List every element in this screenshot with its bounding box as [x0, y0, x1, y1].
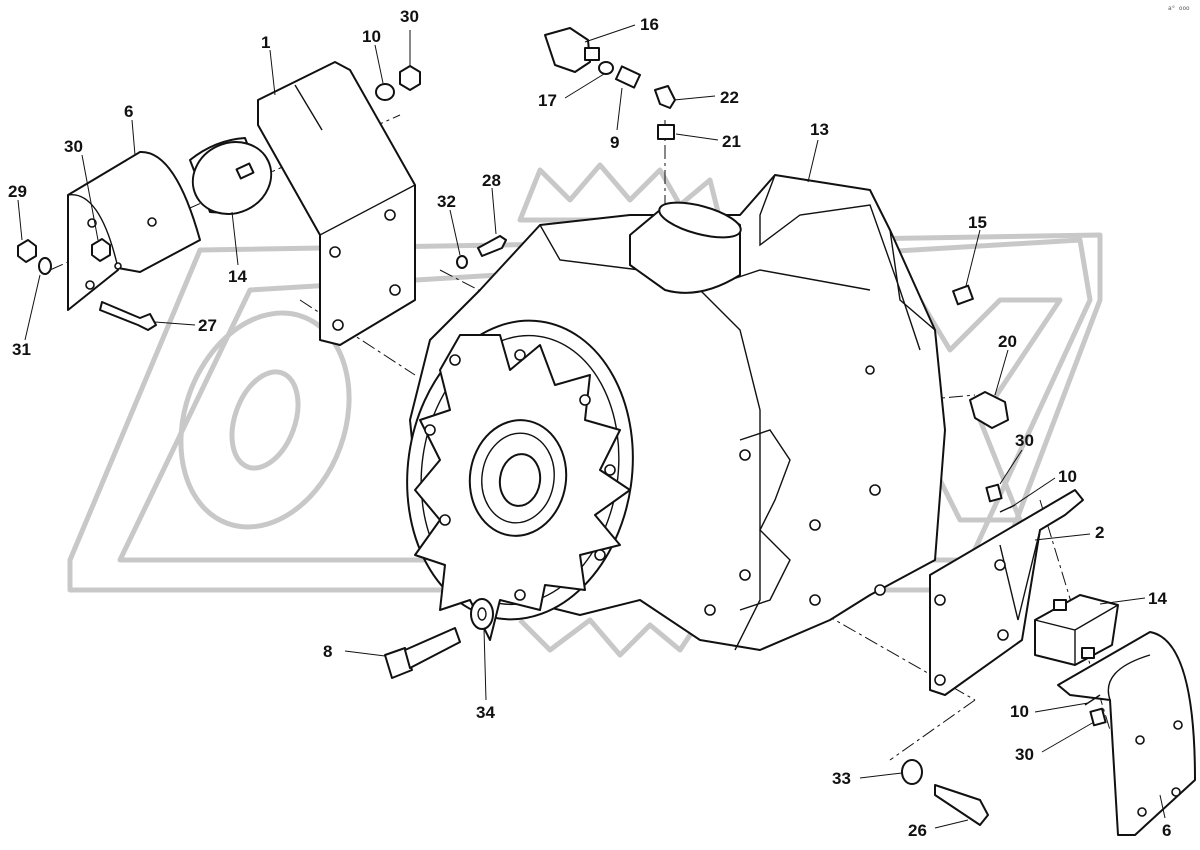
callout-34: 34	[476, 703, 495, 722]
callout-30: 30	[1015, 431, 1034, 450]
callout-6: 6	[1162, 821, 1171, 840]
rubber-mount-right-part-14	[1034, 594, 1119, 666]
leader-lines	[17, 24, 1166, 829]
mount-bracket-left-part-6	[67, 150, 201, 311]
callout-8: 8	[323, 642, 332, 661]
callout-33: 33	[832, 769, 851, 788]
corner-mark: a⁰ ooo	[1168, 5, 1190, 12]
callout-labels: 1 10 30 6 30 29 31 14 27 16 17 22 9 21 1…	[8, 7, 1171, 840]
callout-2: 2	[1095, 523, 1104, 542]
callout-29: 29	[8, 182, 27, 201]
callout-15: 15	[968, 213, 987, 232]
callout-6: 6	[124, 102, 133, 121]
callout-10: 10	[1010, 702, 1029, 721]
callout-26: 26	[908, 821, 927, 840]
rubber-mount-left-part-14	[189, 137, 273, 215]
callout-20: 20	[998, 332, 1017, 351]
callout-27: 27	[198, 316, 217, 335]
callout-22: 22	[720, 88, 739, 107]
mount-bracket-right-part-6	[1057, 631, 1196, 836]
callout-10: 10	[1058, 467, 1077, 486]
callout-13: 13	[810, 120, 829, 139]
callout-32: 32	[437, 192, 456, 211]
front-flange-hub	[406, 319, 634, 641]
callout-14: 14	[228, 267, 247, 286]
callout-30: 30	[64, 137, 83, 156]
callout-31: 31	[12, 340, 31, 359]
callout-14: 14	[1148, 589, 1167, 608]
callout-1: 1	[261, 33, 270, 52]
callout-30: 30	[1015, 745, 1034, 764]
callout-17: 17	[538, 91, 557, 110]
callout-21: 21	[722, 132, 741, 151]
bracket-right-part-2	[929, 489, 1084, 696]
callout-16: 16	[640, 15, 659, 34]
callout-10: 10	[362, 27, 381, 46]
bracket-left-part-1	[257, 61, 416, 346]
callout-30: 30	[400, 7, 419, 26]
callout-28: 28	[482, 171, 501, 190]
callout-9: 9	[610, 133, 619, 152]
